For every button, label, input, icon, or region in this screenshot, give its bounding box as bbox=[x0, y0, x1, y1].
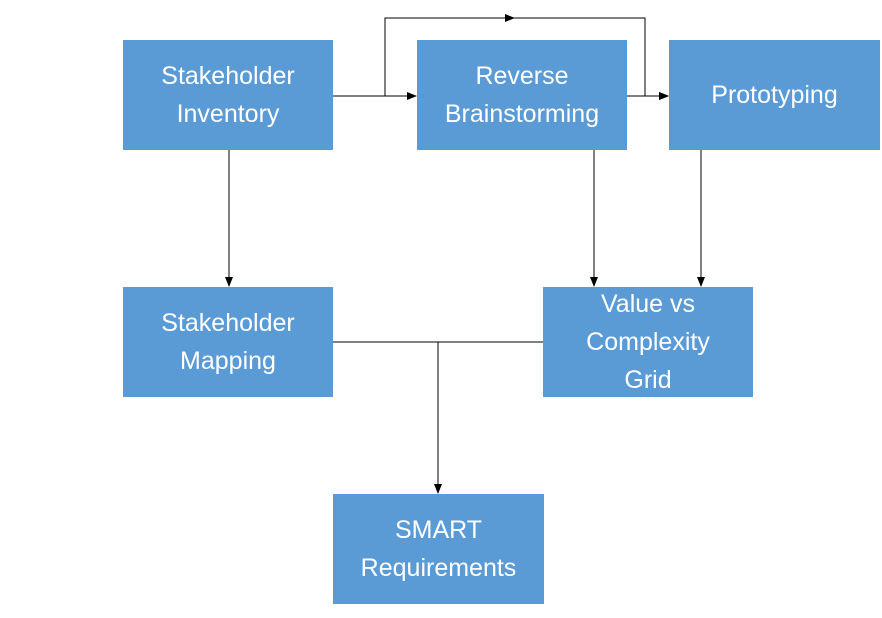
node-stakeholder-mapping: Stakeholder Mapping bbox=[123, 287, 333, 397]
node-prototyping: Prototyping bbox=[669, 40, 880, 150]
node-reverse-brainstorming-label: Reverse Brainstorming bbox=[444, 62, 600, 128]
edge-inventory-to-prototyping bbox=[384, 14, 515, 96]
node-value-complexity-grid: Value vs Complexity Grid bbox=[543, 287, 753, 397]
node-smart-requirements-label: SMART Requirements bbox=[360, 516, 517, 582]
node-reverse-brainstorming: Reverse Brainstorming bbox=[417, 40, 627, 150]
node-smart-requirements: SMART Requirements bbox=[333, 494, 544, 604]
node-stakeholder-inventory: Stakeholder Inventory bbox=[123, 40, 333, 150]
node-value-complexity-grid-label: Value vs Complexity Grid bbox=[586, 290, 710, 394]
node-stakeholder-mapping-label: Stakeholder Mapping bbox=[161, 309, 295, 375]
node-prototyping-label: Prototyping bbox=[711, 81, 838, 109]
node-stakeholder-inventory-label: Stakeholder Inventory bbox=[161, 62, 295, 128]
